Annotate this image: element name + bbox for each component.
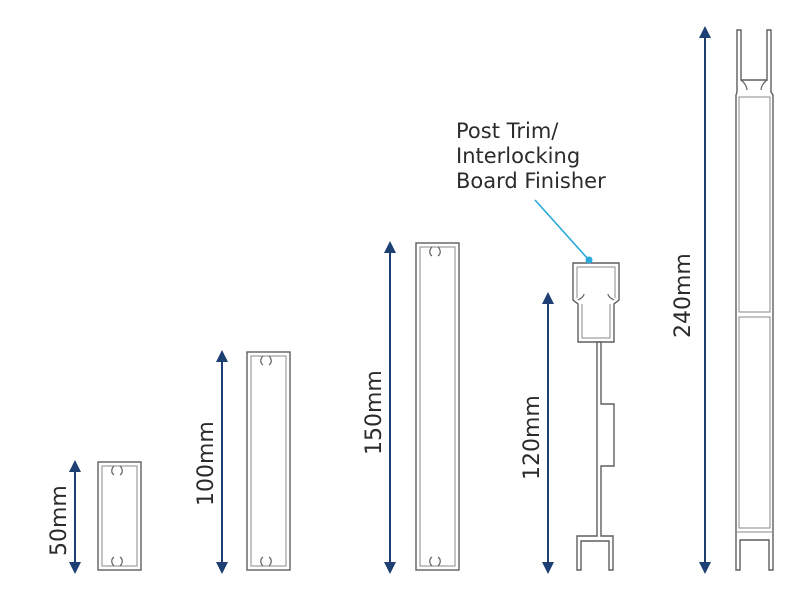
dimension-label-150mm: 150mm: [362, 370, 387, 455]
board-outline-240mm: [735, 29, 774, 571]
clip-bottom-150mm: [429, 556, 441, 567]
board-inner-150mm: [419, 246, 456, 567]
dimension-label-100mm: 100mm: [194, 421, 219, 506]
profile-150mm: 150mm: [362, 241, 460, 574]
board-top-clip-240mm: [740, 79, 768, 91]
board-outline-150mm: [415, 242, 460, 571]
post-trim-inner: [576, 266, 616, 298]
board-chamber-upper-240mm: [738, 96, 771, 313]
clip-bottom-50mm: [111, 556, 123, 567]
clip-bottom-100mm: [260, 556, 272, 567]
callout-line-2: Interlocking: [456, 144, 580, 168]
dimension-label-50mm: 50mm: [47, 485, 72, 556]
callout-line-3: Board Finisher: [456, 169, 606, 193]
board-outline-100mm: [246, 351, 291, 571]
callout-leader-dot: [585, 256, 593, 264]
clip-top-100mm: [260, 355, 272, 366]
callout-leader-line: [534, 199, 589, 260]
interlocking-board: [576, 341, 615, 571]
post-trim-clip: [577, 293, 615, 301]
board-inner-100mm: [250, 355, 287, 567]
post-trim-finisher: [572, 262, 620, 343]
dimension-label-120mm: 120mm: [520, 395, 545, 480]
clip-top-150mm: [429, 246, 441, 257]
callout-post-trim: Post Trim/ Interlocking Board Finisher: [456, 119, 606, 264]
board-inner-50mm: [101, 465, 138, 567]
profile-240mm: 240mm: [671, 26, 774, 574]
profile-100mm: 100mm: [194, 350, 291, 574]
board-outline-50mm: [97, 461, 142, 571]
dimension-label-240mm: 240mm: [671, 253, 696, 338]
profile-50mm: 50mm: [47, 460, 142, 574]
clip-top-50mm: [111, 465, 123, 476]
post-trim-channel: [581, 304, 611, 339]
board-chamber-lower-240mm: [738, 316, 771, 529]
callout-line-1: Post Trim/: [456, 119, 559, 143]
profile-120mm: 120mm: [520, 262, 620, 574]
